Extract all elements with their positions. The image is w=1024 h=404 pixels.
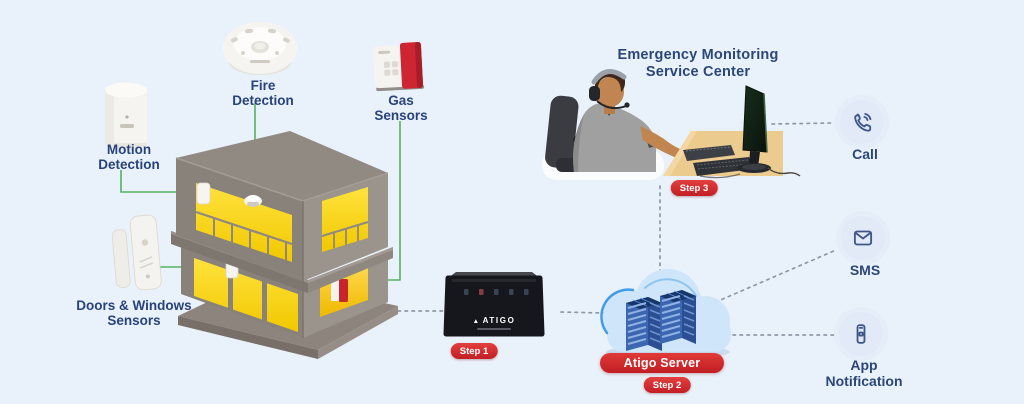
keyboard (683, 145, 753, 176)
step3-badge: Step 3 (670, 180, 718, 196)
hub-to-cloud-line (560, 311, 604, 314)
step2-badge: Step 2 (643, 377, 691, 393)
motion-sensor-mini (196, 182, 211, 205)
atigo-logo-icon (473, 316, 481, 325)
service-center-title: Emergency Monitoring Service Center (617, 47, 778, 80)
lower-window (194, 258, 298, 332)
cloud-server-illustration (600, 269, 731, 359)
hub-brand-text: ATIGO (482, 316, 516, 325)
headset (589, 69, 630, 110)
server-tower (626, 297, 662, 351)
motion-connector (120, 170, 199, 193)
atigo-server-pill: Atigo Server (600, 353, 724, 373)
fire-detection-label: Fire Detection (232, 78, 294, 108)
door-window-sensor-device (111, 214, 162, 291)
gas-sensors-label: Gas Sensors (374, 93, 428, 123)
sms-label: SMS (849, 262, 881, 278)
motion-detection-label: Motion Detection (98, 142, 160, 172)
title-line1: Emergency Monitoring (617, 47, 779, 63)
gas-sensor-device (373, 42, 425, 92)
monitor-to-call-line (771, 122, 834, 125)
roof (176, 131, 388, 201)
phone-call-icon (854, 113, 872, 132)
monitor (737, 85, 771, 173)
doors-windows-label: Doors & Windows Sensors (76, 298, 192, 328)
smoke-detector-mini (244, 195, 262, 207)
app-notification-icon (856, 324, 866, 344)
hub-device (443, 272, 545, 337)
house-illustration (171, 131, 398, 359)
motion-sensor-device (105, 82, 147, 150)
balcony-railing (195, 210, 293, 260)
gas-sensor-mini (331, 279, 348, 302)
step1-badge: Step 1 (450, 343, 498, 359)
app-notification-chip (839, 312, 883, 356)
operator-scene (542, 69, 801, 180)
cloud-to-sms-line (708, 249, 837, 306)
smoke-detector-device (223, 22, 297, 75)
hub-brand: ATIGO (473, 316, 516, 325)
right-railing (321, 221, 369, 248)
sms-envelope-icon (853, 230, 873, 246)
sms-chip (841, 216, 885, 260)
hub-subline (477, 328, 511, 330)
hub-status-leds (464, 289, 529, 295)
call-chip (840, 100, 884, 144)
app-notification-label: App Notification (825, 357, 903, 389)
call-label: Call (852, 146, 878, 162)
title-line2: Service Center (645, 63, 751, 80)
